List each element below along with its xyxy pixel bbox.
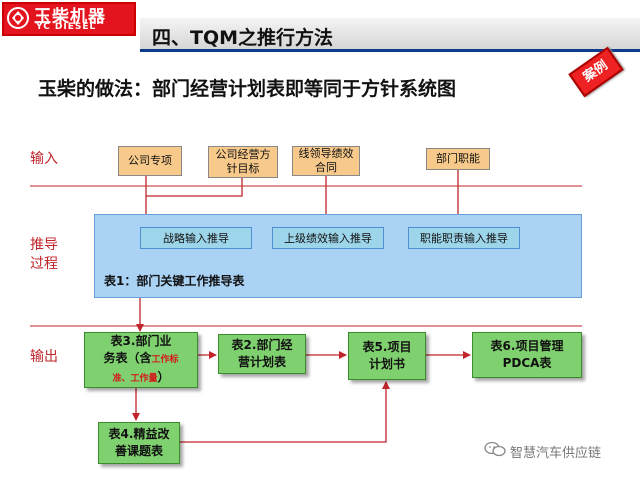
output-table2-line1: 表2.部门经	[231, 338, 293, 352]
output-table3-line1: 表3.部门业	[110, 333, 172, 348]
output-table3-line3: 准、工作量）	[112, 369, 169, 388]
logo-chinese-text: 玉柴机器	[34, 7, 106, 27]
output-table3-red-note-2: 准、工作量	[112, 373, 158, 384]
output-table2: 表2.部门经 营计划表	[218, 334, 306, 374]
input-performance-contract: 线领导绩效 合同	[292, 146, 360, 176]
input-department-function: 部门职能	[426, 148, 490, 170]
output-table6-line1: 表6.项目管理	[490, 339, 564, 353]
output-table4-line2: 善课题表	[114, 444, 163, 458]
logo-english-text: YC DIESEL	[36, 22, 97, 32]
output-table4: 表4.精益改 善课题表	[98, 422, 180, 464]
output-table4-line1: 表4.精益改	[108, 427, 170, 441]
section-label-output: 输出	[30, 349, 58, 365]
step-upper-performance-derivation: 上级绩效输入推导	[272, 227, 384, 249]
logo-badge	[2, 2, 136, 36]
input-company-goal-line2: 针目标	[226, 162, 260, 175]
input-department-function-text: 部门职能	[436, 152, 480, 165]
output-table3-line2: 务表（含工作标	[103, 350, 178, 369]
input-performance-contract-line2: 合同	[315, 161, 337, 174]
input-company-project-text: 公司专项	[128, 154, 172, 167]
output-table6: 表6.项目管理 PDCA表	[472, 332, 582, 378]
slide-subtitle: 玉柴的做法：部门经营计划表即等同于方针系统图	[38, 78, 457, 100]
arrow-table4-to-table5	[180, 381, 390, 443]
watermark-text: 智慧汽车供应链	[510, 446, 602, 461]
input-performance-contract-line1: 线领导绩效	[298, 147, 354, 160]
logo: 玉柴机器 YC DIESEL	[0, 0, 140, 40]
section-label-input: 输入	[30, 151, 58, 167]
table1-label: 表1：部门关键工作推导表	[104, 274, 245, 288]
output-table3-suffix: ）	[157, 369, 170, 384]
output-table3: 表3.部门业 务表（含工作标 准、工作量）	[84, 332, 198, 388]
output-table6-line2: PDCA表	[502, 356, 552, 370]
output-table5-line2: 计划书	[368, 357, 405, 371]
section-label-process-1: 推导	[30, 237, 58, 253]
output-table5: 表5.项目 计划书	[348, 332, 426, 380]
section-label-process-2: 过程	[30, 256, 58, 272]
input-company-goal-line1: 公司经营方	[215, 148, 271, 161]
input-company-goal: 公司经营方 针目标	[208, 146, 278, 178]
wechat-icon	[484, 441, 506, 457]
slide-title: 四、TQM之推行方法	[152, 27, 334, 49]
input-company-project: 公司专项	[118, 146, 182, 176]
step-duty-derivation: 职能职责输入推导	[408, 227, 520, 249]
arrow-company-goal-to-strategy	[146, 178, 243, 197]
step-strategy-derivation: 战略输入推导	[140, 227, 252, 249]
output-table5-line1: 表5.项目	[362, 340, 412, 354]
output-table2-line2: 营计划表	[237, 355, 286, 369]
yuchai-emblem-icon	[7, 7, 29, 29]
output-table3-red-note-1: 工作标	[151, 354, 179, 365]
title-band	[140, 18, 640, 52]
output-table3-prefix: 务表（含	[103, 350, 152, 365]
